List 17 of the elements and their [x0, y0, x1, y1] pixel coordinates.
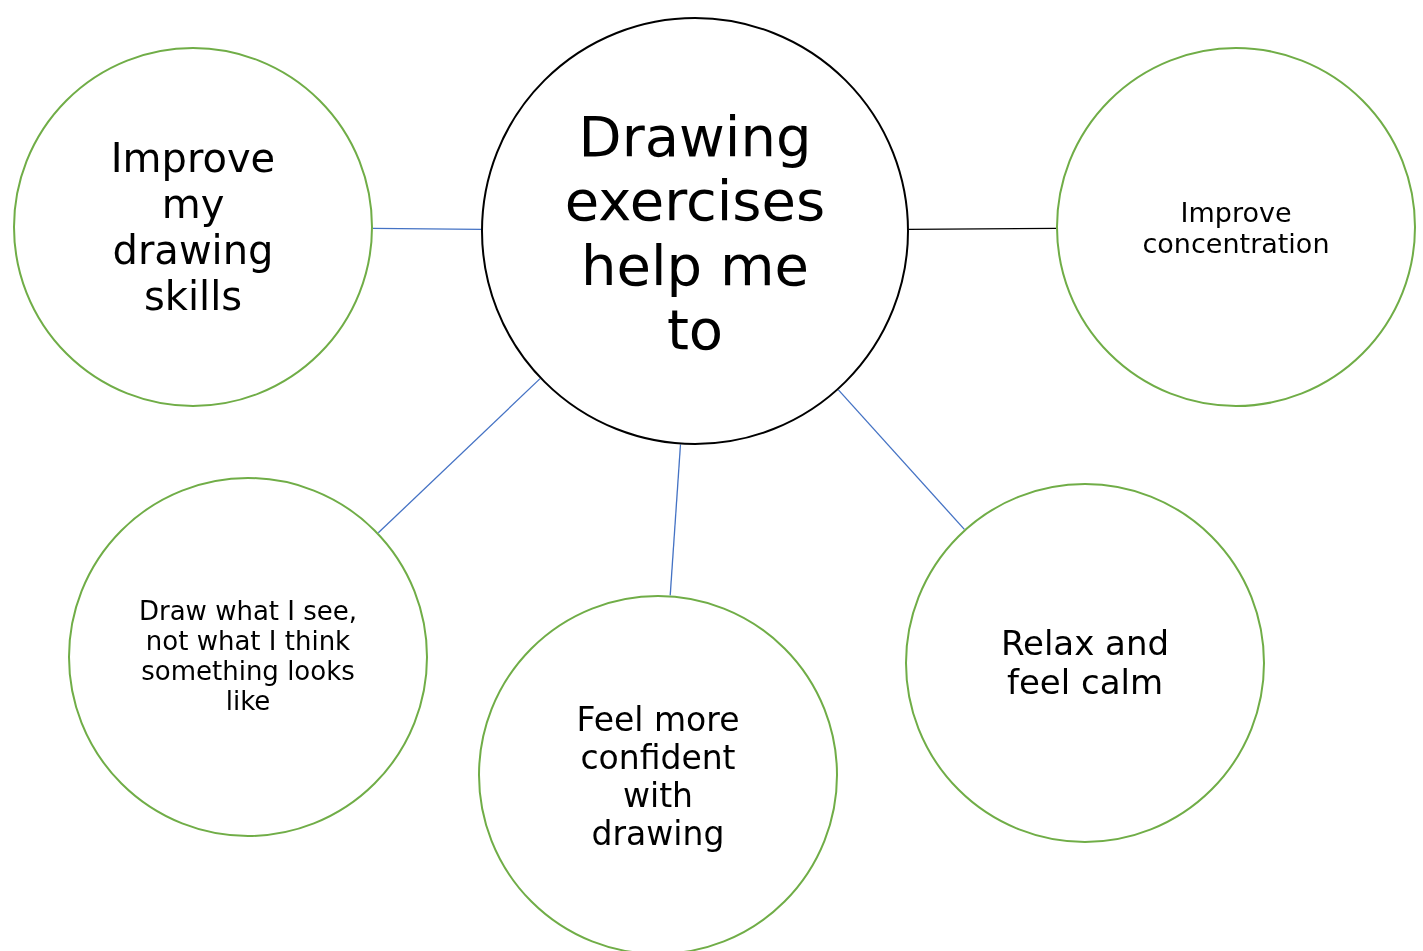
idea-circle — [68, 477, 428, 837]
circle-text: Improve concentration — [1141, 196, 1331, 260]
circle-text: Feel more confident with drawing — [575, 701, 741, 853]
idea-circle — [905, 483, 1265, 843]
connector-line — [908, 227, 1057, 231]
idea-circle — [1056, 47, 1416, 407]
connector-line — [377, 378, 541, 534]
circle-text: Improve my drawing skills — [109, 135, 277, 319]
circle-text: Draw what I see, not what I think something looks like — [137, 597, 358, 717]
connector-line — [372, 227, 482, 230]
connector-line — [837, 389, 966, 531]
idea-circle — [481, 17, 909, 445]
connector-line — [669, 443, 682, 597]
circle-text: Drawing exercises help me to — [563, 104, 827, 363]
idea-circle — [13, 47, 373, 407]
idea-circle — [478, 595, 838, 951]
circle-text: Relax and feel calm — [999, 623, 1171, 703]
